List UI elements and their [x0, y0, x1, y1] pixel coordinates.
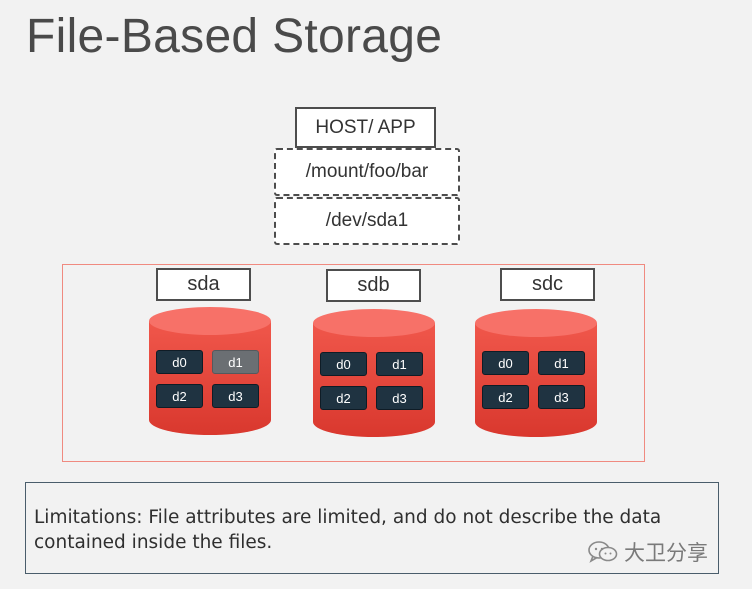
watermark: 大卫分享 — [588, 537, 708, 567]
block-sdc-d1: d1 — [538, 351, 585, 375]
device-path-box: /dev/sda1 — [274, 197, 460, 245]
block-sdb-d3: d3 — [376, 386, 423, 410]
device-path-label: /dev/sda1 — [325, 210, 409, 231]
wechat-icon — [588, 541, 618, 563]
block-sdb-d0: d0 — [320, 352, 367, 376]
block-label: d3 — [392, 390, 407, 406]
block-label: d1 — [554, 355, 569, 371]
block-sdc-d0: d0 — [482, 351, 529, 375]
host-app-label: HOST/ APP — [315, 116, 416, 138]
disk-label-sda: sda — [156, 268, 251, 301]
mount-path-label: /mount/foo/bar — [305, 161, 429, 182]
block-label: d0 — [172, 354, 187, 370]
disk-name: sdb — [357, 274, 390, 296]
host-app-box: HOST/ APP — [295, 107, 436, 148]
limitations-text: Limitations: File attributes are limited… — [34, 507, 662, 553]
block-label: d2 — [172, 388, 187, 404]
block-label: d2 — [336, 390, 351, 406]
block-label: d0 — [336, 356, 351, 372]
block-sdb-d2: d2 — [320, 386, 367, 410]
block-label: d1 — [228, 354, 243, 370]
storage-group-frame — [62, 264, 645, 462]
block-sda-d3: d3 — [212, 384, 259, 408]
limitations-note: Limitations: File attributes are limited… — [25, 482, 719, 574]
block-sdb-d1: d1 — [376, 352, 423, 376]
block-sdc-d2: d2 — [482, 385, 529, 409]
block-sda-d0: d0 — [156, 350, 203, 374]
disk-name: sdc — [531, 273, 564, 295]
block-label: d2 — [498, 389, 513, 405]
mount-path-box: /mount/foo/bar — [274, 148, 460, 196]
block-sda-d2: d2 — [156, 384, 203, 408]
page-title: File-Based Storage — [26, 10, 443, 63]
watermark-text: 大卫分享 — [624, 541, 708, 565]
block-sdc-d3: d3 — [538, 385, 585, 409]
disk-label-sdb: sdb — [326, 269, 421, 302]
disk-name: sda — [187, 273, 220, 295]
block-label: d0 — [498, 355, 513, 371]
block-label: d1 — [392, 356, 407, 372]
block-sda-d1-highlighted: d1 — [212, 350, 259, 374]
block-label: d3 — [554, 389, 569, 405]
block-label: d3 — [228, 388, 243, 404]
disk-label-sdc: sdc — [500, 268, 595, 301]
